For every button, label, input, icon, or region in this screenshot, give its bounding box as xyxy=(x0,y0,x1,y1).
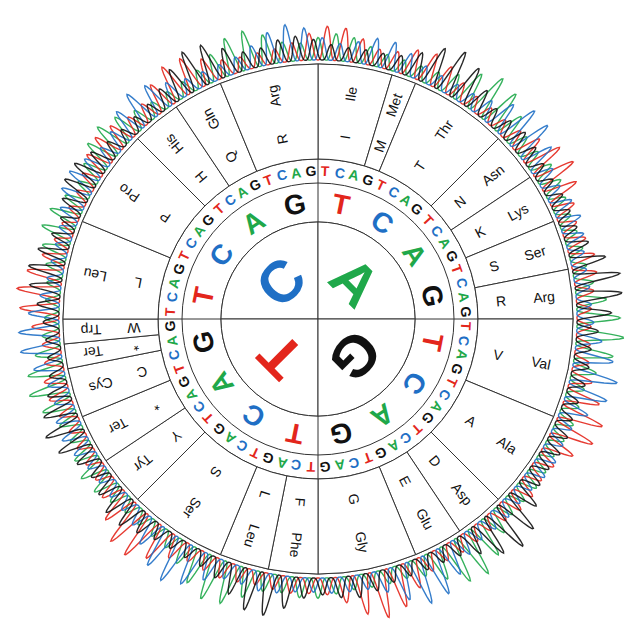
three-letter-code: Arg xyxy=(265,84,283,108)
third-base-letter: C xyxy=(457,335,472,347)
one-letter-code: R xyxy=(495,293,506,308)
third-base-letter: T xyxy=(163,307,177,316)
chromatogram-trace xyxy=(28,31,623,603)
third-base-letter: T xyxy=(321,164,330,178)
first-base-sector: G xyxy=(317,318,416,417)
ring-circle xyxy=(221,222,415,416)
third-base-letter: T xyxy=(306,460,315,474)
third-base-letter: G xyxy=(305,164,317,179)
sector-shape xyxy=(63,319,159,344)
ring-circle xyxy=(182,183,454,455)
second-base-letter: G xyxy=(327,417,354,449)
third-base-letter: T xyxy=(459,322,473,331)
three-letter-code: Gly xyxy=(353,530,371,553)
sector-outline xyxy=(62,318,160,345)
third-base-letter: A xyxy=(164,335,179,347)
first-base-sector: A xyxy=(317,221,416,320)
one-letter-code: R xyxy=(274,132,290,145)
quadrant-line xyxy=(415,319,478,320)
third-base-letter: A xyxy=(334,458,346,473)
chromatogram-trace xyxy=(19,25,617,603)
three-letter-code: Leu xyxy=(83,266,109,284)
sector-shape xyxy=(318,222,415,319)
sector-shape xyxy=(221,319,318,416)
amino-acid-sector: W Trp xyxy=(62,318,160,345)
sector-shape xyxy=(220,64,318,171)
three-letter-code: Ter xyxy=(83,344,104,361)
three-letter-code: Trp xyxy=(81,323,102,338)
one-letter-code: W xyxy=(127,321,141,336)
quadrant-line xyxy=(318,416,319,479)
sector-shape xyxy=(318,467,416,574)
chromatogram-waves xyxy=(17,25,623,618)
quadrant-line xyxy=(318,159,319,222)
ring-circle xyxy=(158,159,478,479)
wheel-outline xyxy=(63,64,573,574)
third-base-letter: G xyxy=(163,320,178,332)
chromatogram-trace xyxy=(29,36,622,615)
three-letter-code: Phe xyxy=(288,532,304,558)
third-base-letter: G xyxy=(319,460,331,475)
one-letter-code: F xyxy=(293,497,308,507)
quadrant-line xyxy=(158,319,221,320)
three-letter-code: Val xyxy=(530,355,552,372)
first-base-sector: T xyxy=(220,318,319,417)
third-base-letter: C xyxy=(334,165,346,180)
third-base-letter: G xyxy=(459,306,474,318)
first-base-sector: C xyxy=(220,221,319,320)
sector-shape xyxy=(475,269,573,319)
three-letter-code: Ile xyxy=(343,86,359,103)
sector-outline xyxy=(473,268,574,320)
chromatogram-trace xyxy=(17,26,602,617)
sector-shape xyxy=(318,319,415,416)
sector-shape xyxy=(221,222,318,319)
three-letter-code: Arg xyxy=(532,289,555,305)
amino-acid-sector: R Arg xyxy=(473,268,574,320)
